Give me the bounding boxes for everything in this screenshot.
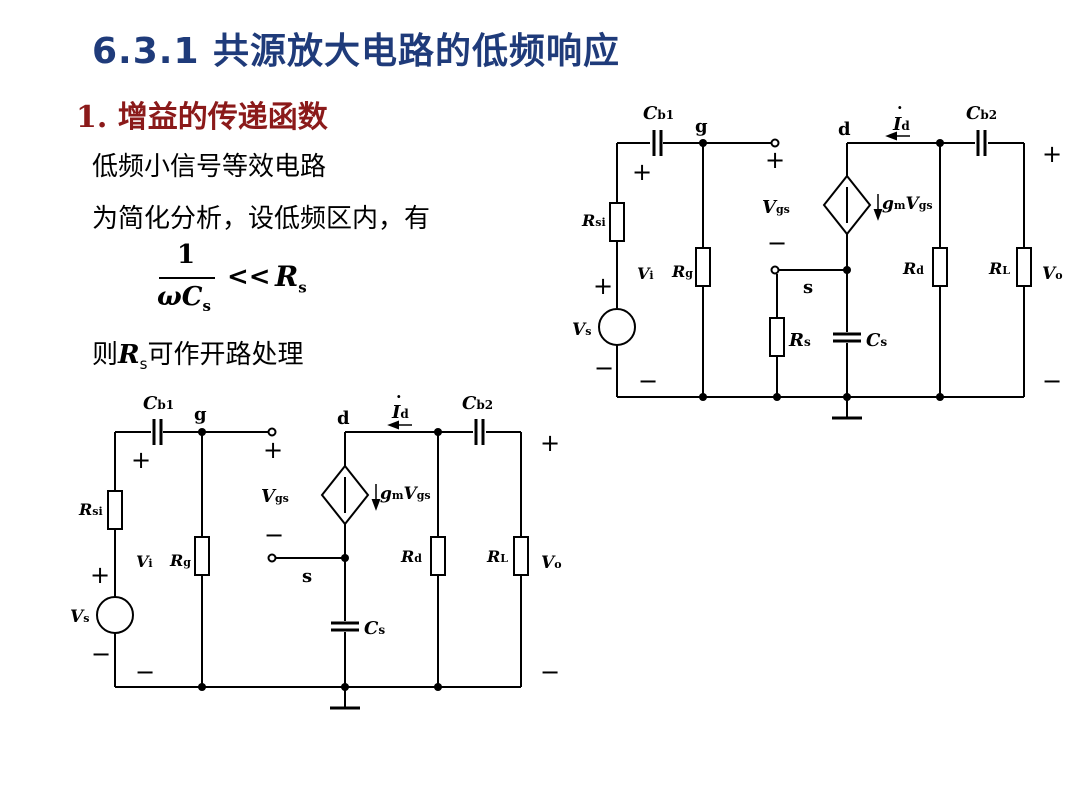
- circuit-with-rs-labels: Cb1 g d Id · Cb2 Rsi Vi Rg Vgs gmVgs s R…: [572, 98, 1063, 395]
- svg-text:Id: Id: [391, 402, 409, 423]
- formula-rhs: Rs: [275, 260, 307, 297]
- circuit-rs-open: [96, 419, 529, 710]
- svg-text:·: ·: [897, 98, 903, 117]
- page-title: 6.3.1 共源放大电路的低频响应: [92, 31, 621, 72]
- formula-denominator: ωCs: [157, 282, 211, 316]
- svg-text:Vs: Vs: [70, 607, 89, 627]
- svg-text:Rs: Rs: [788, 330, 811, 351]
- svg-text:Vgs: Vgs: [762, 197, 790, 218]
- text-line-2: 为简化分析，设低频区内，有: [92, 204, 431, 234]
- svg-text:−: −: [638, 367, 658, 395]
- svg-text:d: d: [337, 408, 350, 429]
- svg-text:gmVgs: gmVgs: [380, 484, 431, 504]
- svg-text:Id: Id: [892, 114, 910, 135]
- text-line-1: 低频小信号等效电路: [92, 152, 327, 182]
- formula-numerator: 1: [177, 240, 196, 270]
- svg-text:d: d: [838, 119, 851, 140]
- svg-text:+: +: [263, 436, 283, 464]
- svg-text:s: s: [803, 277, 813, 298]
- circuit-with-rs: [598, 130, 1032, 420]
- svg-text:Vi: Vi: [637, 264, 654, 283]
- svg-text:Rg: Rg: [169, 551, 191, 570]
- formula: 1 ωCs << Rs: [155, 240, 325, 330]
- svg-text:+: +: [765, 146, 785, 174]
- circuit-with-rs-nodes: [699, 139, 944, 401]
- resistor-rl: [1016, 247, 1032, 287]
- svg-text:Cb2: Cb2: [462, 393, 493, 414]
- svg-text:−: −: [135, 658, 155, 686]
- svg-text:RL: RL: [988, 259, 1010, 278]
- svg-text:−: −: [767, 229, 787, 257]
- svg-text:+: +: [1042, 140, 1062, 168]
- formula-relation: <<: [227, 262, 271, 292]
- circuit-rs-open-labels: Cb1 g d Id · Cb2 Rsi Vi Rg Vgs gmVgs s C…: [70, 387, 562, 686]
- svg-text:Cs: Cs: [866, 330, 887, 351]
- svg-text:RL: RL: [486, 547, 508, 566]
- svg-text:Cb2: Cb2: [966, 103, 997, 124]
- svg-text:−: −: [264, 521, 284, 549]
- svg-text:−: −: [91, 640, 111, 668]
- voltage-source-vs: [598, 308, 636, 346]
- svg-text:gmVgs: gmVgs: [882, 194, 933, 214]
- resistor-rs: [769, 317, 785, 357]
- svg-text:Vs: Vs: [572, 320, 591, 340]
- svg-text:−: −: [1042, 367, 1062, 395]
- svg-text:+: +: [131, 446, 151, 474]
- svg-text:·: ·: [396, 387, 402, 406]
- svg-text:g: g: [695, 116, 708, 137]
- svg-text:Cb1: Cb1: [643, 103, 674, 124]
- svg-text:+: +: [632, 158, 652, 186]
- resistor-rg: [695, 247, 711, 287]
- fraction-bar: [159, 277, 215, 279]
- svg-text:Vi: Vi: [136, 552, 153, 571]
- svg-text:Cb1: Cb1: [143, 393, 174, 414]
- text-line-3: 则Rs可作开路处理: [92, 340, 304, 374]
- svg-text:Vgs: Vgs: [261, 486, 289, 507]
- svg-text:−: −: [540, 658, 560, 686]
- circuit-rs-open-nodes: [198, 428, 442, 691]
- svg-text:Rd: Rd: [400, 547, 422, 566]
- resistor-rd: [932, 247, 948, 287]
- svg-text:s: s: [302, 566, 312, 587]
- svg-text:+: +: [593, 272, 613, 300]
- svg-text:−: −: [594, 354, 614, 382]
- svg-text:Rsi: Rsi: [581, 211, 606, 230]
- svg-text:Rd: Rd: [902, 259, 924, 278]
- svg-text:Rsi: Rsi: [78, 500, 103, 519]
- svg-text:Vo: Vo: [1042, 264, 1063, 284]
- svg-text:Cs: Cs: [364, 618, 385, 639]
- svg-text:g: g: [194, 404, 207, 425]
- svg-text:Vo: Vo: [541, 553, 562, 573]
- resistor-rsi: [609, 202, 625, 242]
- svg-text:Rg: Rg: [671, 262, 693, 281]
- section-heading: 1. 增益的传递函数: [76, 100, 328, 135]
- svg-text:+: +: [90, 561, 110, 589]
- svg-text:+: +: [540, 429, 560, 457]
